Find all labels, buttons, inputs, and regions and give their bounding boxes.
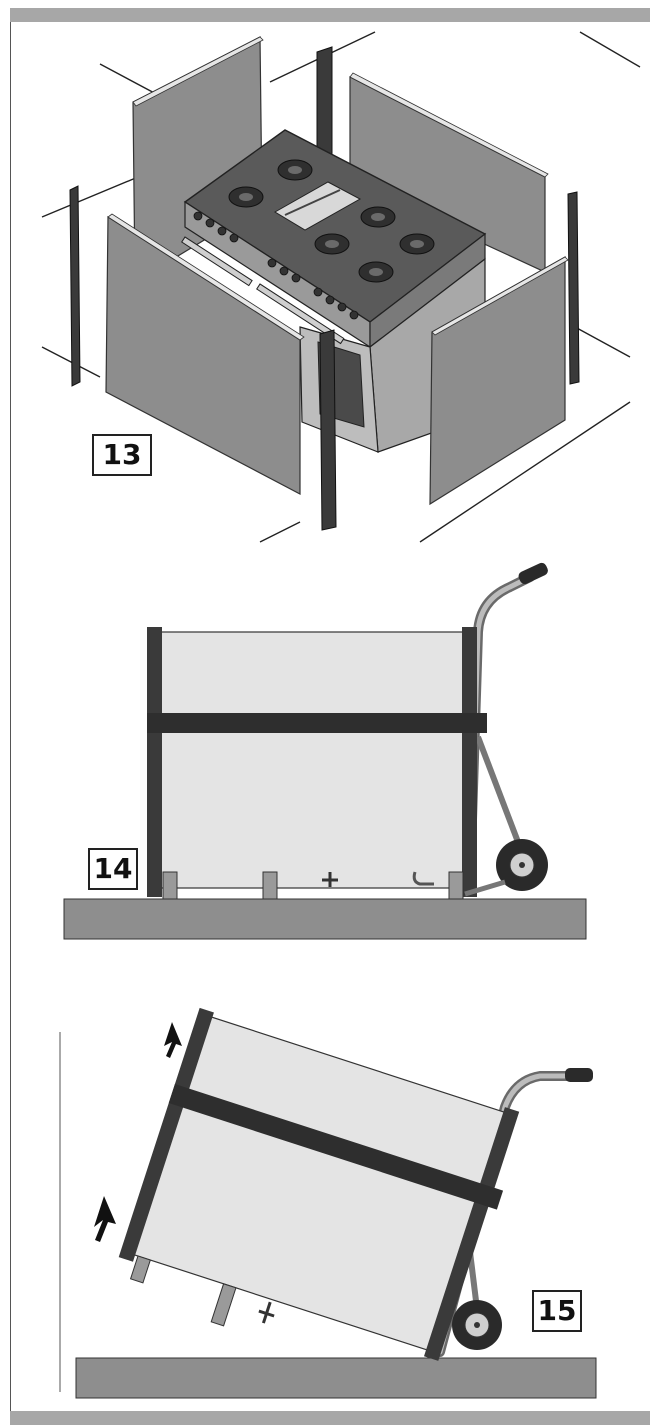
strap (147, 713, 487, 733)
floor-slab (75, 1357, 597, 1399)
packed-cooker-box (159, 631, 469, 889)
right-corner-post (567, 191, 580, 385)
front-corner-post (319, 329, 337, 531)
up-arrow-icon (164, 1022, 182, 1058)
footer-band (10, 1411, 650, 1425)
tilted-packed-cooker (118, 1007, 520, 1361)
front-right-panel-edge (431, 256, 569, 336)
left-corner-post (147, 627, 162, 897)
gas-fitting (322, 872, 338, 887)
trolley-grip (518, 562, 548, 585)
header-band (10, 8, 650, 22)
figure-13-unpacking-illustration (41, 31, 641, 543)
figure-15-trolley-tilted-illustration (59, 1007, 597, 1399)
floor-slab (63, 898, 587, 940)
left-corner-post (118, 1007, 214, 1262)
right-corner-post (462, 627, 477, 897)
figure-14-panel: 14 (0, 552, 650, 962)
strap (168, 1084, 504, 1210)
figure-14-trolley-upright-illustration (63, 562, 587, 940)
figure-13-label: 13 (92, 434, 152, 476)
right-corner-post (423, 1107, 520, 1361)
figure-15-panel: 15 (0, 962, 650, 1411)
trolley-grip (565, 1068, 593, 1082)
back-left-panel-edge (132, 36, 264, 107)
back-right-panel-edge (349, 72, 549, 178)
margin-rule (10, 22, 11, 1411)
figure-14-label: 14 (88, 848, 138, 890)
left-corner-post (69, 185, 81, 387)
figure-15-label: 15 (532, 1290, 582, 1332)
trolley-strut (475, 735, 521, 844)
lift-arrows (94, 1022, 182, 1242)
feet (162, 871, 464, 900)
up-arrow-icon (94, 1196, 116, 1242)
figure-13-panel: 13 (0, 22, 650, 552)
front-left-panel-edge (107, 213, 305, 341)
